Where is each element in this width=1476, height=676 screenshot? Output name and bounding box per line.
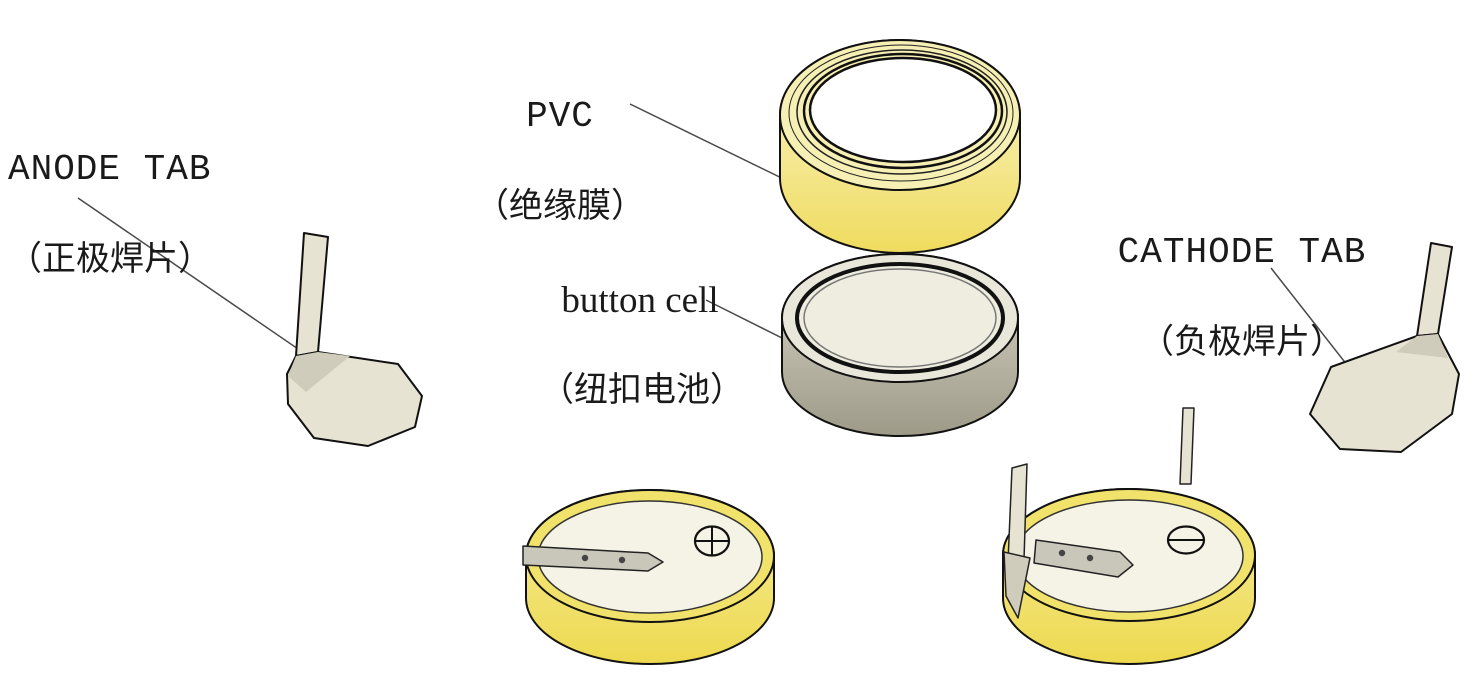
cathode-tab-bend-facet bbox=[1396, 334, 1448, 358]
cathode-tab-strip bbox=[1416, 242, 1453, 337]
pvc-rim-line-inner bbox=[802, 52, 1004, 170]
button-cell-inner-line bbox=[803, 268, 997, 368]
anode-tab-label: ANODE TAB （正极焊片） bbox=[8, 103, 248, 325]
anode-tab-strip bbox=[295, 232, 329, 357]
assembled-cell-anode bbox=[522, 489, 775, 665]
anode-tab-label-en: ANODE TAB bbox=[8, 148, 212, 190]
plus-terminal-icon bbox=[693, 525, 731, 557]
cathode-tab bbox=[1309, 242, 1460, 453]
minus-circle bbox=[1166, 525, 1206, 555]
pvc-ring-hole bbox=[808, 56, 998, 164]
cathode-tab-label-zh: （负极焊片） bbox=[1140, 323, 1344, 361]
assembled-cell-cathode bbox=[1002, 407, 1256, 665]
pvc-label-zh: （绝缘膜） bbox=[475, 187, 645, 225]
cathode-tab-pad bbox=[1309, 333, 1460, 453]
pvc-ring bbox=[779, 39, 1021, 254]
button-cell-label-en: button cell bbox=[561, 279, 719, 321]
cathode-tab-label: CATHODE TAB （负极焊片） bbox=[1097, 186, 1387, 408]
anode-tab-label-zh: （正极焊片） bbox=[8, 240, 212, 278]
cathode-tab-label-en: CATHODE TAB bbox=[1117, 231, 1367, 273]
cathode-bent-strip-down bbox=[1003, 551, 1031, 619]
pvc-label: PVC （绝缘膜） bbox=[460, 50, 660, 272]
cathode-weld-tab bbox=[1033, 539, 1134, 578]
cathode-bent-strip-up bbox=[1007, 463, 1028, 563]
minus-terminal-icon bbox=[1166, 525, 1206, 555]
button-cell bbox=[781, 253, 1019, 437]
cathode-weld-spot-1 bbox=[1058, 549, 1066, 557]
cell-leader-line bbox=[705, 299, 789, 342]
button-cell-label: button cell （纽扣电池） bbox=[540, 233, 744, 457]
cathode-pin-strip bbox=[1179, 407, 1195, 485]
cathode-weld-spot-2 bbox=[1086, 554, 1094, 562]
anode-weld-spot-2 bbox=[618, 556, 626, 564]
pvc-rim-line-mid bbox=[796, 49, 1008, 175]
pvc-leader-line bbox=[629, 103, 799, 187]
anode-tab bbox=[286, 232, 423, 447]
pvc-rim-line-outer bbox=[788, 44, 1014, 182]
button-cell-label-zh: （纽扣电池） bbox=[540, 372, 744, 410]
anode-tab-bend-facet bbox=[288, 352, 350, 392]
anode-weld-tab bbox=[522, 545, 664, 572]
anode-weld-spot-1 bbox=[581, 554, 589, 562]
pvc-label-en: PVC bbox=[526, 95, 594, 137]
button-cell-gasket-groove bbox=[795, 262, 1005, 374]
